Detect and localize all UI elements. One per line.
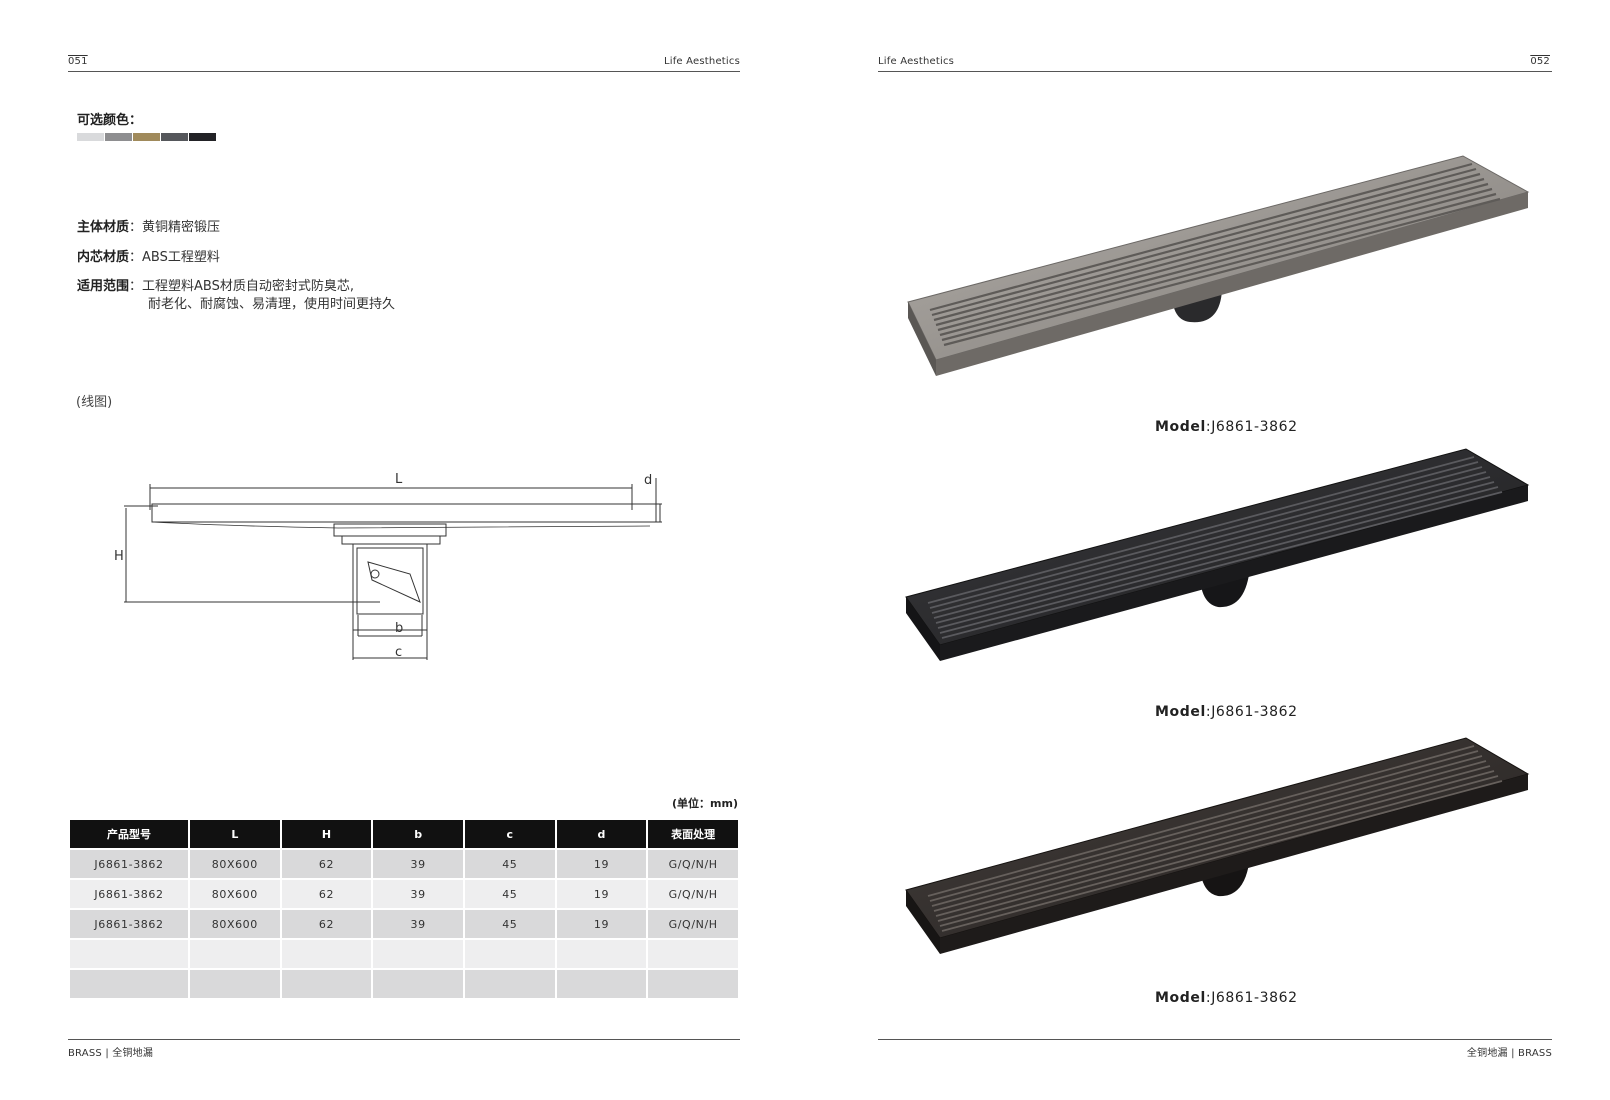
table-row: J6861-3862 80X600 62 39 45 19 G/Q/N/H bbox=[70, 850, 738, 878]
spec-label: 主体材质 bbox=[77, 220, 130, 235]
right-page-number: 052 bbox=[1530, 56, 1550, 67]
table-cell: G/Q/N/H bbox=[648, 880, 738, 908]
table-cell bbox=[556, 940, 647, 968]
model-value: :J6861-3862 bbox=[1205, 990, 1298, 1006]
table-cell: 80X600 bbox=[190, 880, 280, 908]
model-label: Model bbox=[1155, 704, 1206, 720]
col-header: H bbox=[281, 820, 372, 848]
table-cell bbox=[190, 940, 280, 968]
spec-label: 适用范围 bbox=[77, 279, 130, 294]
product-image-1 bbox=[907, 155, 1530, 376]
table-cell: 45 bbox=[464, 880, 555, 908]
product-model-1: Model:J6861-3862 bbox=[1155, 419, 1298, 435]
table-cell: 80X600 bbox=[190, 850, 280, 878]
spec-table: 产品型号 L H b c d 表面处理 J6861-3862 80X600 62… bbox=[68, 818, 740, 1000]
product-model-2: Model:J6861-3862 bbox=[1155, 704, 1298, 720]
table-cell: G/Q/N/H bbox=[648, 910, 738, 938]
product-model-3: Model:J6861-3862 bbox=[1155, 990, 1298, 1006]
table-cell: 62 bbox=[281, 880, 372, 908]
table-cell bbox=[281, 970, 372, 998]
table-cell: 80X600 bbox=[190, 910, 280, 938]
table-cell bbox=[281, 940, 372, 968]
table-row: J6861-3862 80X600 62 39 45 19 G/Q/N/H bbox=[70, 910, 738, 938]
table-cell: 45 bbox=[464, 850, 555, 878]
col-header: 产品型号 bbox=[70, 820, 188, 848]
table-cell bbox=[70, 970, 188, 998]
dim-label-L: L bbox=[395, 472, 403, 487]
table-cell: 19 bbox=[556, 850, 647, 878]
colors-label: 可选颜色： bbox=[77, 113, 143, 128]
left-footer-text: BRASS | 全铜地漏 bbox=[68, 1048, 154, 1059]
left-header-rule bbox=[68, 71, 740, 72]
table-cell: 19 bbox=[556, 880, 647, 908]
right-header-title: Life Aesthetics bbox=[878, 56, 955, 67]
model-value: :J6861-3862 bbox=[1205, 419, 1298, 435]
spec-label: 内芯材质 bbox=[77, 250, 130, 265]
table-cell bbox=[648, 970, 738, 998]
table-cell: 62 bbox=[281, 850, 372, 878]
product-image-3 bbox=[905, 737, 1530, 954]
col-header: b bbox=[373, 820, 463, 848]
table-cell bbox=[648, 940, 738, 968]
swatch-5 bbox=[189, 133, 216, 141]
product-image-2 bbox=[905, 448, 1530, 661]
table-header-row: 产品型号 L H b c d 表面处理 bbox=[70, 820, 738, 848]
table-cell: 45 bbox=[464, 910, 555, 938]
spec-scope: 适用范围：工程塑料ABS材质自动密封式防臭芯, bbox=[77, 279, 354, 294]
left-page-number: 051 bbox=[68, 56, 88, 67]
model-label: Model bbox=[1155, 419, 1206, 435]
swatch-2 bbox=[105, 133, 132, 141]
right-footer-rule bbox=[878, 1039, 1552, 1040]
model-label: Model bbox=[1155, 990, 1206, 1006]
spec-main-material: 主体材质：黄铜精密锻压 bbox=[77, 220, 221, 235]
table-row bbox=[70, 970, 738, 998]
table-cell: J6861-3862 bbox=[70, 880, 188, 908]
table-cell bbox=[556, 970, 647, 998]
spec-value: 黄铜精密锻压 bbox=[142, 220, 221, 235]
dim-label-H: H bbox=[114, 549, 124, 564]
table-cell: G/Q/N/H bbox=[648, 850, 738, 878]
dim-label-c: c bbox=[395, 645, 402, 660]
spec-value: ABS工程塑料 bbox=[142, 250, 220, 265]
swatch-4 bbox=[161, 133, 188, 141]
dim-label-d: d bbox=[644, 473, 652, 488]
dim-label-b: b bbox=[395, 621, 403, 636]
table-cell bbox=[373, 970, 463, 998]
unit-note: (单位：mm) bbox=[672, 797, 738, 810]
spec-value: 工程塑料ABS材质自动密封式防臭芯, bbox=[142, 279, 354, 294]
col-header: L bbox=[190, 820, 280, 848]
table-cell: 39 bbox=[373, 880, 463, 908]
table-cell: 62 bbox=[281, 910, 372, 938]
right-header-rule bbox=[878, 71, 1552, 72]
swatch-3 bbox=[133, 133, 160, 141]
table-cell: 39 bbox=[373, 850, 463, 878]
model-value: :J6861-3862 bbox=[1205, 704, 1298, 720]
table-cell: J6861-3862 bbox=[70, 850, 188, 878]
table-cell bbox=[190, 970, 280, 998]
table-row: J6861-3862 80X600 62 39 45 19 G/Q/N/H bbox=[70, 880, 738, 908]
technical-drawing: L d H b c bbox=[114, 472, 662, 660]
right-footer-text: 全铜地漏 | BRASS bbox=[1466, 1048, 1552, 1059]
table-cell bbox=[373, 940, 463, 968]
line-drawing-label: (线图) bbox=[76, 395, 113, 410]
spec-core-material: 内芯材质：ABS工程塑料 bbox=[77, 250, 220, 265]
swatch-1 bbox=[77, 133, 104, 141]
col-header: d bbox=[556, 820, 647, 848]
left-header-title: Life Aesthetics bbox=[663, 56, 740, 67]
table-row bbox=[70, 940, 738, 968]
left-footer-rule bbox=[68, 1039, 740, 1040]
col-header: 表面处理 bbox=[648, 820, 738, 848]
col-header: c bbox=[464, 820, 555, 848]
table-cell: 19 bbox=[556, 910, 647, 938]
table-cell bbox=[70, 940, 188, 968]
spec-scope-line2: 耐老化、耐腐蚀、易清理，使用时间更持久 bbox=[148, 297, 396, 312]
table-cell bbox=[464, 970, 555, 998]
table-cell: J6861-3862 bbox=[70, 910, 188, 938]
table-cell bbox=[464, 940, 555, 968]
table-cell: 39 bbox=[373, 910, 463, 938]
